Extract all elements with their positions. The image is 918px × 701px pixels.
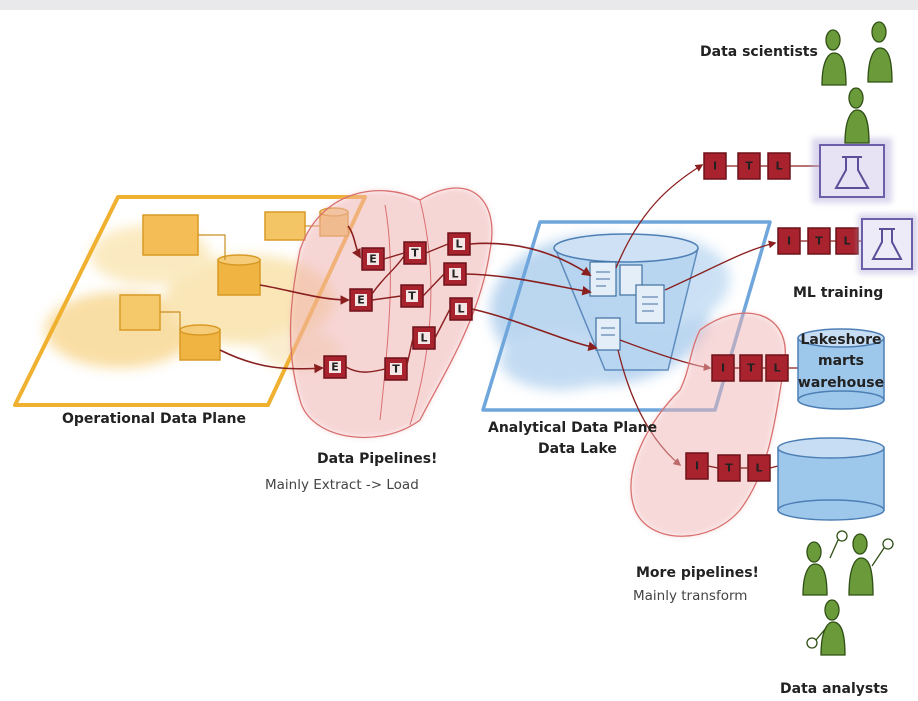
- itl-letter: I: [787, 235, 791, 248]
- person-icon: [844, 87, 870, 144]
- itl-row-lakeshore: I T L: [711, 354, 789, 382]
- person-icon: [848, 533, 874, 596]
- etl-letter: T: [408, 290, 416, 303]
- data-analysts-label: Data analysts: [780, 681, 889, 697]
- database-icon: [797, 328, 885, 410]
- warehouse-label: warehouse: [797, 375, 885, 391]
- more-pipelines-subtitle: Mainly transform: [633, 588, 748, 604]
- itl-letter: L: [773, 362, 780, 375]
- itl-letter: I: [713, 160, 717, 173]
- header-strip: [0, 0, 918, 10]
- flask-icon: [812, 138, 892, 203]
- itl-row-analysts: I T L: [685, 452, 771, 482]
- itl-letter: T: [747, 362, 755, 375]
- itl-letter: T: [745, 160, 753, 173]
- itl-letter: T: [815, 235, 823, 248]
- etl-letter: L: [455, 238, 462, 251]
- pipeline-connectors: [345, 243, 451, 373]
- database-icon: [777, 437, 885, 521]
- itl-letter: L: [775, 160, 782, 173]
- analytical-plane: [481, 220, 772, 412]
- lakeshore-label: Lakeshore: [800, 332, 882, 348]
- more-pipelines-title: More pipelines!: [636, 565, 759, 581]
- etl-letter: E: [357, 294, 365, 307]
- lake-inflows: [465, 242, 598, 352]
- etl-letter: L: [451, 268, 458, 281]
- analytical-plane-label: Analytical Data Plane: [488, 420, 658, 436]
- itl-letter: I: [721, 362, 725, 375]
- person-icon: [867, 21, 893, 83]
- person-icon: [802, 541, 828, 596]
- person-icon: [821, 29, 847, 86]
- operational-plane-label: Operational Data Plane: [62, 411, 247, 427]
- etl-row-2: E T L: [349, 262, 467, 312]
- marts-label: marts: [818, 353, 864, 369]
- data-scientists-label: Data scientists: [700, 44, 818, 60]
- itl-letter: L: [843, 235, 850, 248]
- etl-letter: T: [392, 363, 400, 376]
- itl-letter: T: [725, 462, 733, 475]
- flask-icon: [858, 214, 918, 274]
- person-icon: [820, 599, 846, 656]
- etl-letter: E: [331, 361, 339, 374]
- ml-training-label: ML training: [793, 285, 884, 301]
- etl-letter: E: [369, 253, 377, 266]
- etl-letter: T: [411, 247, 419, 260]
- itl-row-scientists: I T L: [703, 152, 791, 180]
- pipelines-title: Data Pipelines!: [317, 451, 438, 467]
- etl-letter: L: [420, 332, 427, 345]
- itl-letter: L: [755, 462, 762, 475]
- data-lake-label: Data Lake: [538, 441, 617, 457]
- itl-row-ml: I T L: [777, 227, 859, 255]
- pipelines-subtitle: Mainly Extract -> Load: [265, 477, 419, 493]
- magnifier-icon: [806, 530, 894, 649]
- itl-letter: I: [695, 460, 699, 473]
- operational-flows: [219, 225, 361, 374]
- etl-letter: L: [457, 303, 464, 316]
- etl-row-3: E T L L: [323, 297, 473, 381]
